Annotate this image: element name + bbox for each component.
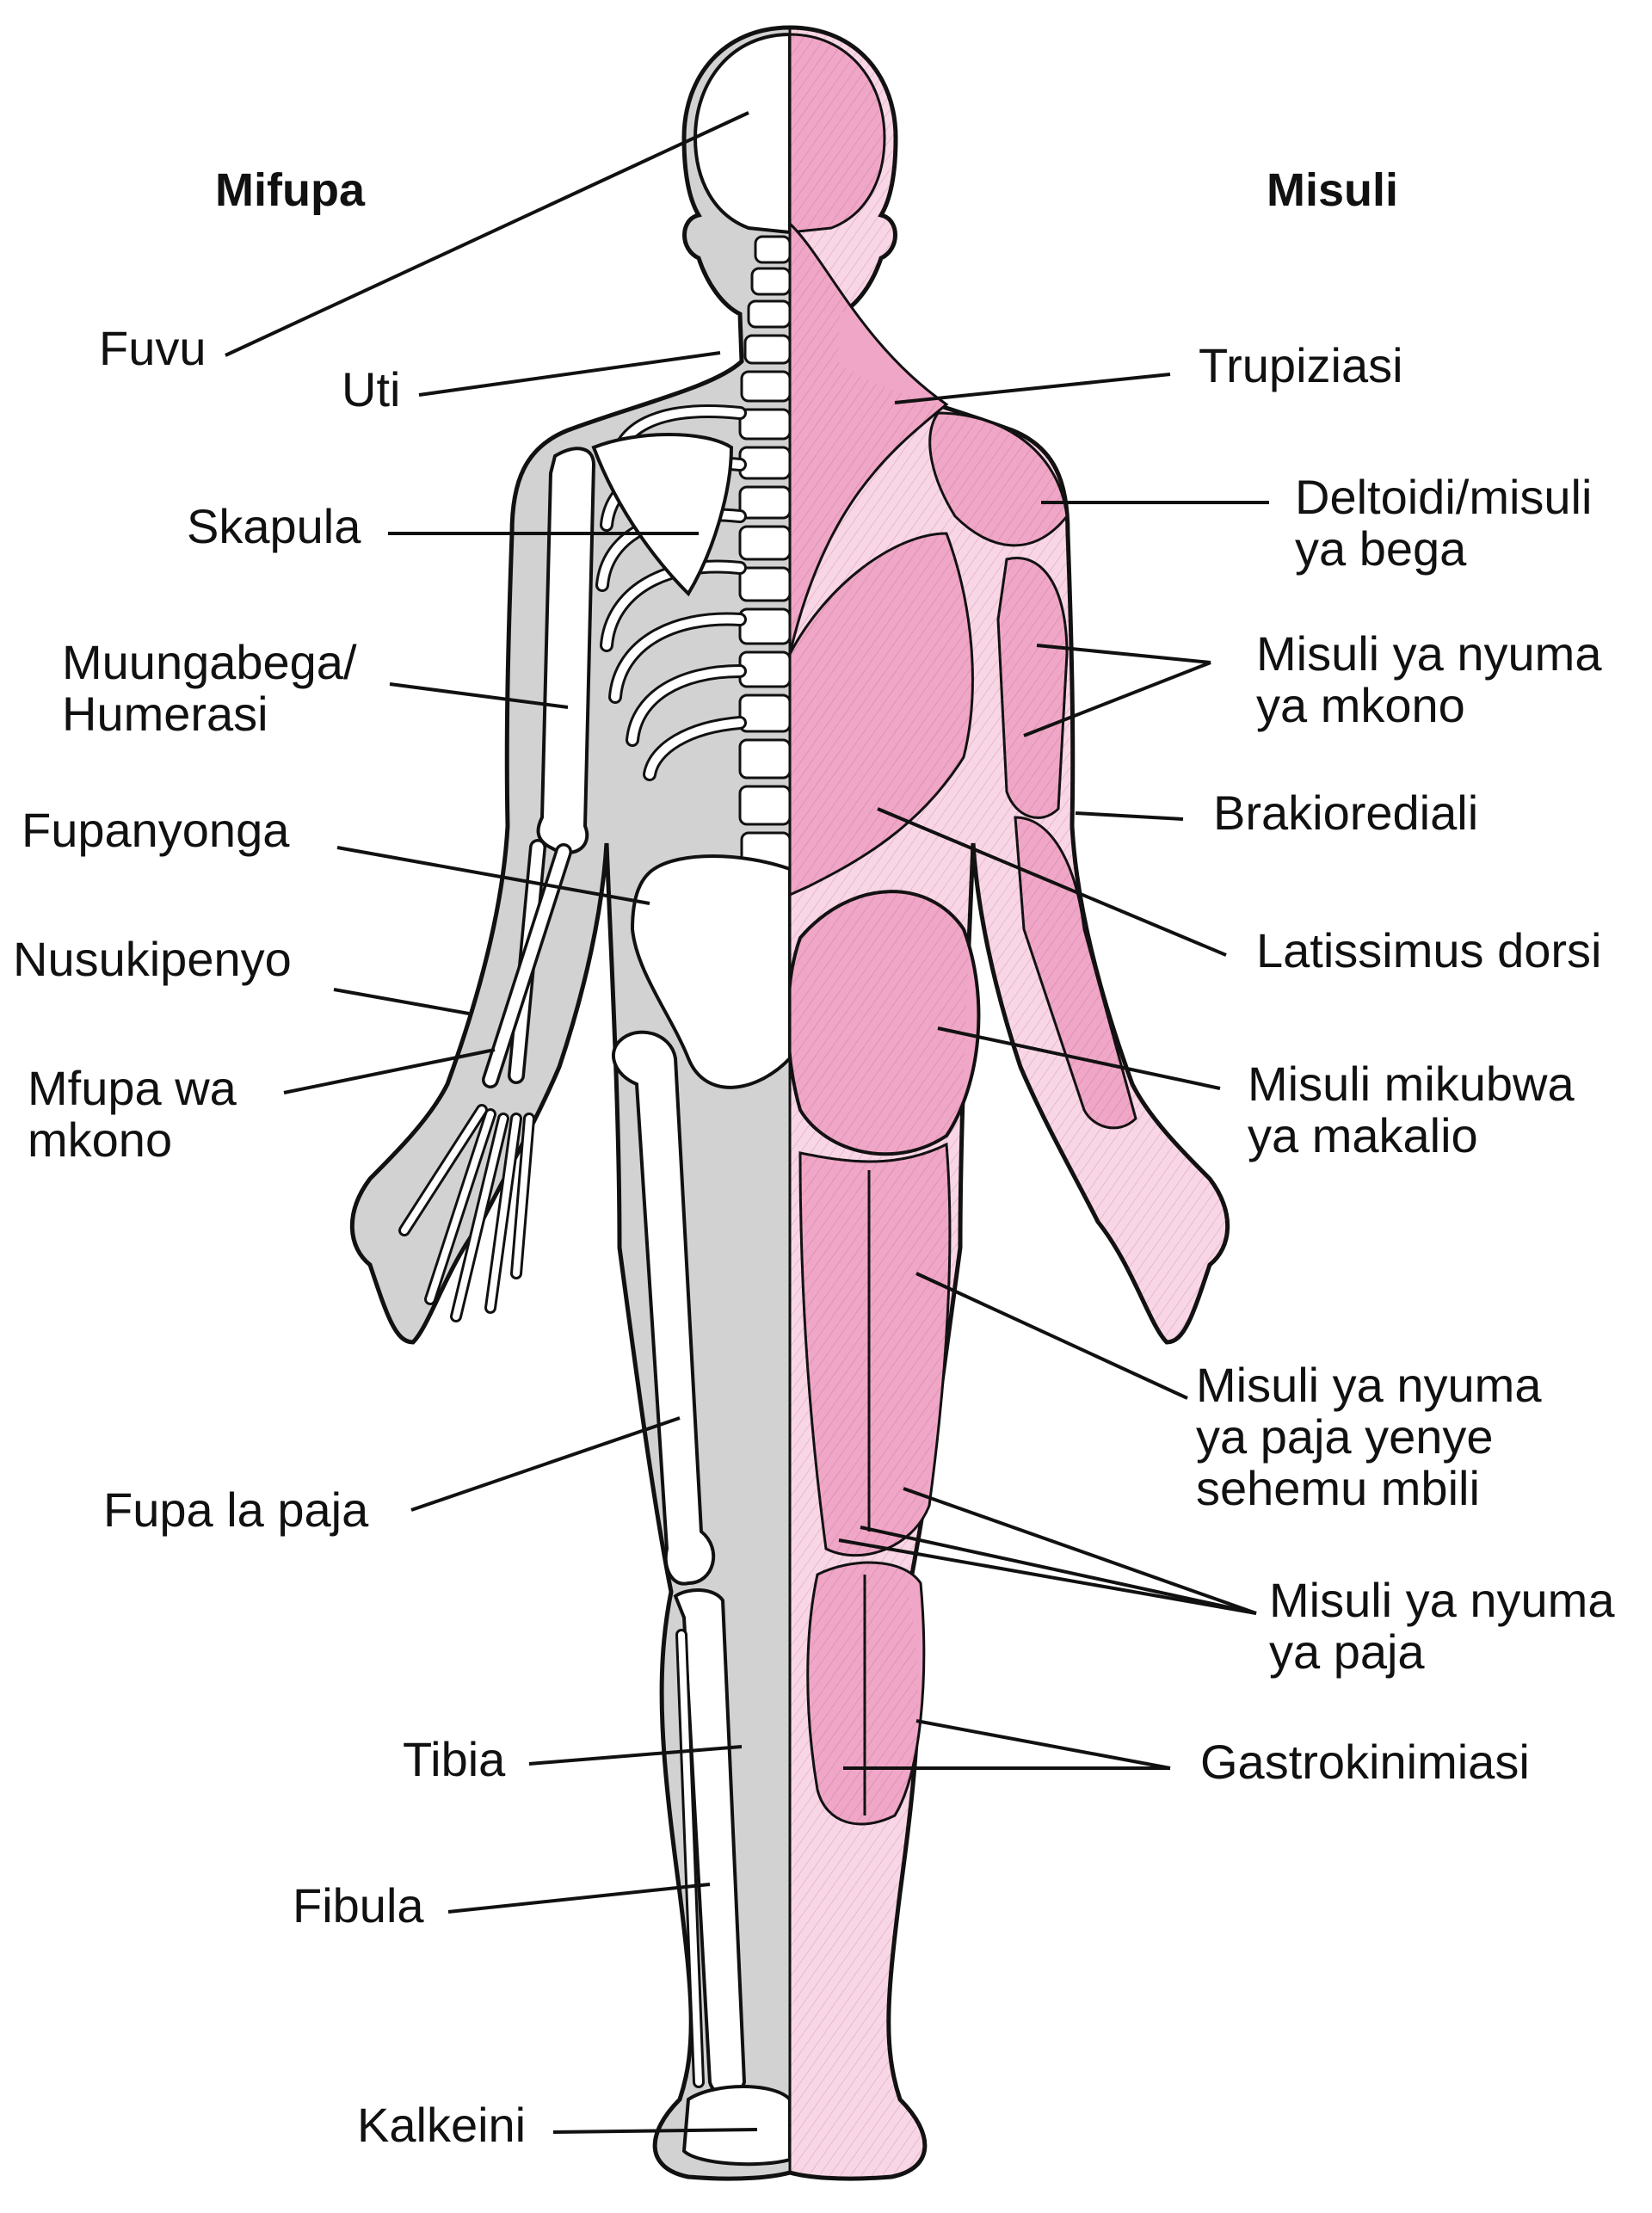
label-deltoidi: Deltoidi/misuli ya bega (1295, 470, 1593, 576)
label-tibia: Tibia (403, 1732, 506, 1786)
label-biceps-femoris: Misuli ya nyuma ya paja yenye sehemu mbi… (1196, 1358, 1542, 1515)
label-fupanyonga: Fupanyonga (22, 803, 290, 857)
muscles-title: Misuli (1267, 164, 1399, 216)
label-triceps: Misuli ya nyuma ya mkono (1256, 626, 1602, 732)
label-fibula: Fibula (293, 1878, 424, 1933)
label-mfupa-wa-mkono: Mfupa wa mkono (28, 1061, 237, 1167)
label-gastrokinimiasi: Gastrokinimiasi (1200, 1735, 1530, 1789)
skeleton-half (352, 28, 790, 2179)
label-uti: Uti (342, 362, 401, 416)
label-latissimus: Latissimus dorsi (1256, 923, 1602, 977)
label-skapula: Skapula (187, 499, 361, 553)
label-humerasi: Muungabega/ Humerasi (62, 635, 357, 741)
bone-leader-lines (225, 111, 758, 2134)
label-kalkeini: Kalkeini (357, 2098, 527, 2152)
label-brakiorediali: Brakiorediali (1213, 786, 1479, 840)
muscle-leader-lines (838, 373, 1269, 1770)
bones-title: Mifupa (215, 164, 365, 216)
label-gluteus: Misuli mikubwa ya makalio (1248, 1057, 1575, 1162)
label-fupa-la-paja: Fupa la paja (103, 1483, 369, 1537)
label-nusukipenyo: Nusukipenyo (13, 932, 292, 986)
label-fuvu: Fuvu (99, 321, 206, 375)
label-trupiziasi: Trupiziasi (1199, 338, 1403, 392)
label-hamstrings: Misuli ya nyuma ya paja (1269, 1573, 1615, 1679)
muscle-half (790, 28, 1227, 2179)
